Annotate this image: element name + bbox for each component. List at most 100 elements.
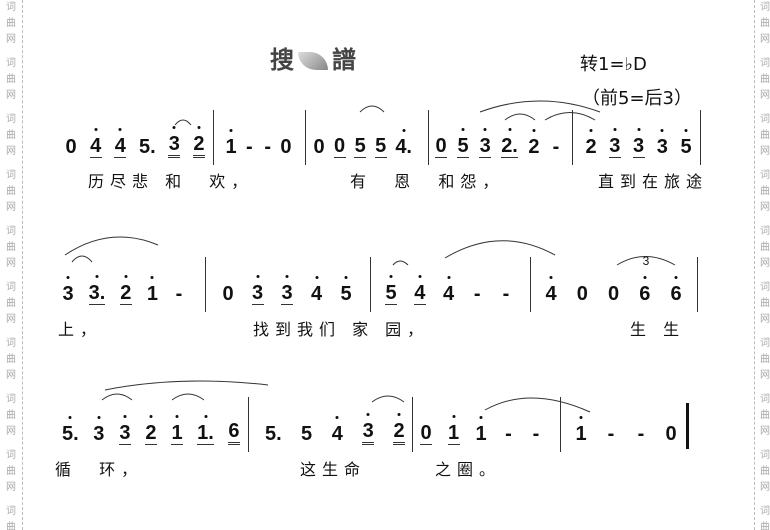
note: 5 [354, 135, 367, 158]
slur [64, 236, 159, 256]
slur [371, 395, 405, 403]
watermark-char: 曲 [760, 130, 770, 141]
watermark-char: 词 [760, 58, 770, 69]
note: 5 [457, 135, 470, 158]
watermark-char: 曲 [760, 242, 770, 253]
watermark-char: 词 [760, 170, 770, 181]
watermark-char: 网 [6, 90, 16, 101]
watermark-char: 词 [760, 450, 770, 461]
watermark-char: 曲 [6, 18, 16, 29]
barline [248, 397, 249, 452]
note: 2 [144, 422, 157, 445]
watermark-char: 网 [760, 146, 770, 157]
lyric: 这生命 [300, 460, 367, 479]
watermark-char: 曲 [760, 466, 770, 477]
lyric: 循 环， [55, 460, 144, 479]
note: 2 [528, 136, 540, 158]
watermark-char: 网 [760, 34, 770, 45]
watermark-char: 网 [6, 482, 16, 493]
watermark-char: 网 [760, 482, 770, 493]
watermark-char: 网 [760, 314, 770, 325]
logo: 搜譜 [270, 40, 356, 75]
lyric: 找到我们 家 园， [253, 320, 430, 339]
watermark-char: 曲 [6, 522, 16, 530]
note: 0 [333, 135, 346, 158]
watermark-char: 词 [6, 450, 16, 461]
note: 3 [281, 282, 293, 305]
measure: 1--0 [225, 118, 292, 158]
watermark-char: 网 [760, 90, 770, 101]
note: 0 [280, 136, 292, 158]
note: 1. [197, 422, 214, 445]
note: 6 [639, 283, 651, 305]
barline [530, 257, 531, 312]
lyric: 上， [58, 320, 103, 339]
lyric: 直到在旅途 [598, 172, 709, 191]
watermark-char: 词 [760, 2, 770, 13]
left-border [22, 0, 23, 530]
lyric: 历尽悲 和 欢， [88, 172, 254, 191]
note: 0 [420, 422, 432, 445]
note: 3 [93, 423, 105, 445]
slur [359, 105, 385, 113]
note: 3 [362, 420, 375, 445]
note: 5. [138, 136, 156, 158]
note: 1 [146, 283, 158, 305]
note: 0 [65, 136, 77, 158]
triplet-mark: 3 [642, 254, 650, 268]
note: 4 [442, 283, 455, 305]
barline [412, 397, 413, 452]
watermark-char: 网 [760, 370, 770, 381]
measure: 1--0 [575, 405, 677, 445]
note: 5 [340, 283, 352, 305]
watermark-char: 曲 [760, 298, 770, 309]
key-change: 转1=♭D [580, 54, 647, 75]
watermark-char: 曲 [6, 354, 16, 365]
note: 4 [89, 135, 102, 158]
note: 4 [310, 283, 323, 305]
lyric: 生 生 [630, 320, 686, 339]
watermark-char: 词 [6, 58, 16, 69]
left-watermark-column: 词曲网词曲网词曲网词曲网词曲网词曲网词曲网词曲网词曲网词曲网 [4, 0, 18, 530]
watermark-char: 曲 [6, 130, 16, 141]
slur [444, 240, 556, 259]
watermark-char: 词 [6, 170, 16, 181]
barline [697, 257, 698, 312]
watermark-char: 曲 [760, 410, 770, 421]
note: 1 [475, 423, 487, 445]
note: 1 [575, 423, 587, 445]
note: 1 [171, 422, 184, 445]
note: 3 [632, 135, 645, 158]
note: 4 [413, 282, 426, 305]
logo-right-char: 譜 [332, 46, 356, 74]
key-relation: （前5=后3） [582, 88, 692, 109]
note: - [175, 283, 183, 305]
note: - [505, 423, 512, 445]
note: 5 [374, 135, 387, 158]
watermark-char: 词 [760, 394, 770, 405]
watermark-char: 词 [6, 2, 16, 13]
note: 3 [62, 283, 74, 305]
note: 6 [670, 283, 682, 305]
note: 5 [680, 136, 692, 158]
note: 0 [665, 423, 677, 445]
watermark-char: 网 [6, 146, 16, 157]
note: - [245, 136, 253, 158]
watermark-char: 词 [760, 114, 770, 125]
watermark-char: 词 [6, 506, 16, 517]
watermark-char: 词 [6, 282, 16, 293]
watermark-char: 词 [6, 114, 16, 125]
watermark-char: 网 [760, 258, 770, 269]
note: 5 [300, 423, 313, 445]
watermark-char: 词 [760, 226, 770, 237]
note: 1 [225, 136, 237, 158]
note: 5. [62, 423, 79, 445]
note: 2 [119, 282, 132, 305]
